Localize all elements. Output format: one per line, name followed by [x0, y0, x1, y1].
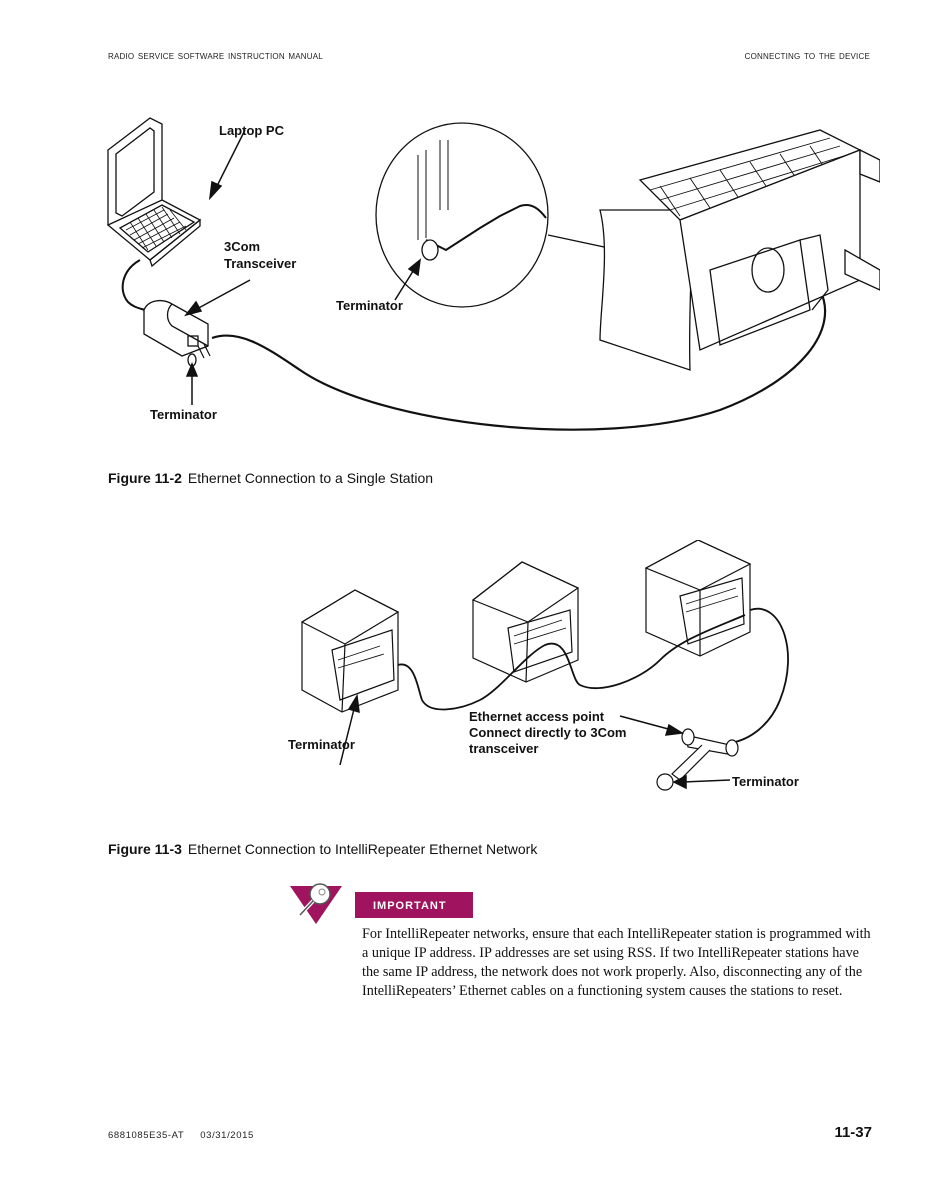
label-terminator-transceiver: Terminator [150, 407, 217, 422]
doc-date: 03/31/2015 [200, 1130, 254, 1141]
figure-11-3-caption: Figure 11-3 Ethernet Connection to Intell… [108, 841, 537, 857]
figure-11-3-drawing [300, 540, 789, 791]
label-transceiver: Transceiver [224, 256, 297, 271]
running-header-section-title: Connecting to the Device [745, 48, 870, 62]
important-banner: Important [355, 892, 473, 918]
manual-title-text: Radio Service Software Instruction Manua… [108, 48, 323, 62]
label-terminator-left: Terminator [288, 737, 355, 752]
page-number: 11-37 [834, 1124, 872, 1141]
figure-title: Ethernet Connection to a Single Station [187, 470, 434, 486]
station-2-drawing [471, 561, 580, 683]
t-connector-drawing [656, 728, 739, 791]
station-3-drawing [644, 540, 752, 657]
running-header-manual-title: Radio Service Software Instruction Manua… [108, 48, 323, 62]
station-1-drawing [300, 589, 400, 713]
label-access-point-line3: transceiver [469, 741, 539, 756]
label-terminator-detail: Terminator [336, 298, 403, 313]
label-3com: 3Com [224, 239, 261, 254]
station-rack-drawing [599, 129, 880, 371]
section-title-text: Connecting to the Device [744, 48, 870, 62]
important-label: Important [373, 896, 447, 913]
doc-number: 6881085E35-AT [108, 1130, 185, 1141]
figure-11-2-caption: Figure 11-2 Ethernet Connection to a Sing… [108, 470, 433, 486]
important-note-text: For IntelliRepeater networks, ensure tha… [362, 926, 871, 999]
magnifier-triangle-icon [288, 882, 344, 931]
label-laptop-pc: Laptop PC [219, 123, 284, 138]
figure-number: Figure 11-2 [108, 470, 182, 486]
figure-11-3-illustration: Terminator Ethernet access point Connect… [280, 540, 860, 810]
laptop-pc-drawing [106, 117, 202, 268]
figure-11-2-drawing [106, 117, 880, 431]
figure-11-2-illustration: Laptop PC 3Com Transceiver Terminator Te… [100, 110, 880, 440]
figure-title: Ethernet Connection to IntelliRepeater E… [187, 841, 538, 857]
footer-doc-info: 6881085E35-AT 03/31/2015 [108, 1130, 254, 1141]
figure-number: Figure 11-3 [108, 841, 182, 857]
label-terminator-right: Terminator [732, 774, 799, 789]
label-access-point-line2: Connect directly to 3Com [469, 725, 627, 740]
label-access-point-line1: Ethernet access point [469, 709, 605, 724]
3com-transceiver-drawing [143, 299, 209, 357]
